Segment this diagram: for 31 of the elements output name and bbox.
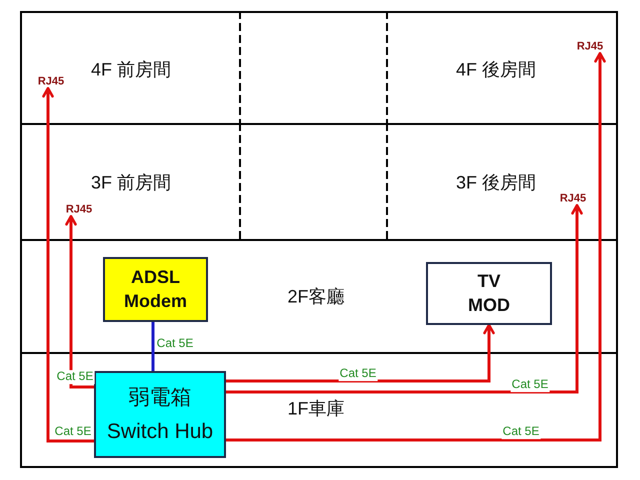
- connector-line: [152, 322, 154, 371]
- room-cell: [20, 239, 618, 354]
- arrow: [65, 215, 94, 388]
- room-label: 2F客廳: [288, 286, 344, 308]
- edge-label: Cat 5E: [56, 370, 94, 384]
- arrow: [226, 324, 495, 382]
- box-label: 弱電箱: [128, 384, 192, 411]
- box-label: Switch Hub: [106, 418, 214, 444]
- room-label: 3F 後房間: [456, 172, 536, 194]
- edge-label: Cat 5E: [502, 425, 540, 439]
- room-label: 4F 後房間: [456, 60, 536, 80]
- port-label: RJ45: [38, 76, 64, 88]
- room-cell: [239, 11, 388, 125]
- room-cell: [20, 352, 618, 468]
- room-cell: [388, 11, 618, 125]
- edge-label: Cat 5E: [338, 367, 378, 381]
- arrow: [42, 87, 94, 442]
- port-label: RJ45: [560, 192, 586, 206]
- room-label: 4F 前房間: [91, 60, 171, 80]
- device-box: [94, 371, 226, 458]
- arrow: [226, 52, 606, 442]
- room-label: 1F車庫: [288, 398, 344, 420]
- room-label: 3F 前房間: [91, 172, 171, 194]
- room-cell: [239, 123, 388, 241]
- edge-label: Cat 5E: [510, 378, 550, 392]
- device-box: TV MOD: [426, 262, 552, 325]
- port-label: RJ45: [66, 204, 92, 216]
- device-box: ADSL Modem: [103, 257, 208, 322]
- port-label: RJ45: [576, 40, 604, 54]
- arrow: [226, 204, 583, 394]
- room-cell: [20, 11, 240, 125]
